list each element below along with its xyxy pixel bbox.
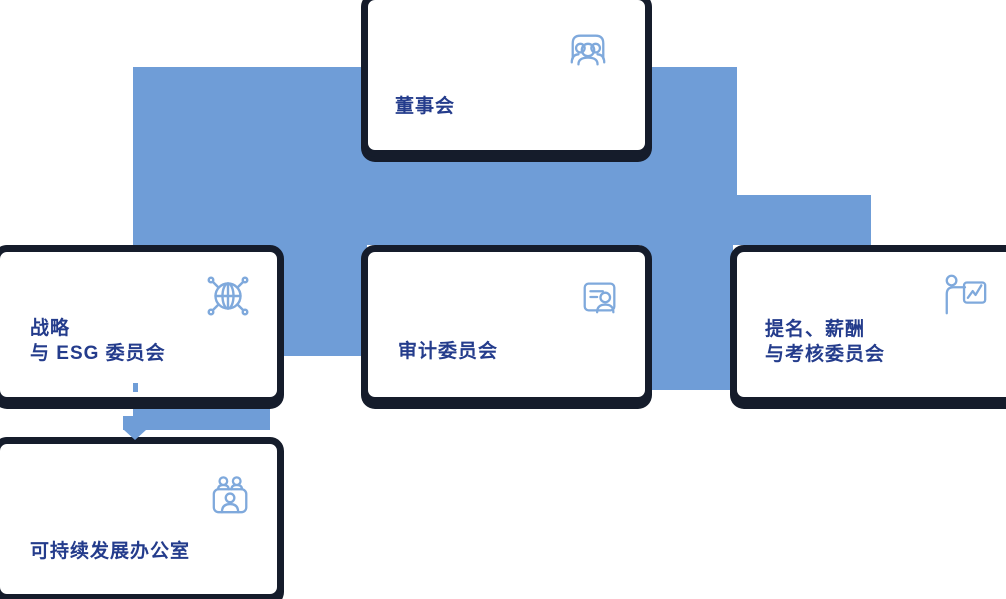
org-node-strategy-esg: 战略与 ESG 委员会 [0, 245, 284, 404]
presenter-chart-icon [941, 272, 989, 316]
connector-right-gap-column [641, 245, 733, 390]
connector-to-office-band-lower [123, 416, 270, 430]
org-node-nomination-remuneration: 提名、薪酬与考核委员会 [730, 245, 1006, 404]
org-node-label: 可持续发展办公室 [30, 541, 191, 562]
board-meeting-icon [567, 28, 609, 72]
office-meeting-icon [210, 473, 252, 517]
org-node-label: 董事会 [395, 96, 456, 117]
global-network-icon [205, 272, 251, 320]
org-node-sustainability-office: 可持续发展办公室 [0, 437, 284, 599]
org-node-audit: 审计委员会 [361, 245, 652, 404]
org-node-label: 提名、薪酬与考核委员会 [765, 319, 886, 365]
arrow-down-icon [124, 430, 146, 440]
connector-to-nomination-band [737, 195, 871, 245]
connector-strategy-exit-line [133, 383, 138, 392]
org-node-label: 战略与 ESG 委员会 [30, 318, 166, 364]
org-node-board: 董事会 [361, 0, 652, 157]
audit-document-icon [579, 275, 621, 319]
connector-left-gap-column [270, 245, 367, 356]
org-node-label: 审计委员会 [398, 341, 499, 362]
